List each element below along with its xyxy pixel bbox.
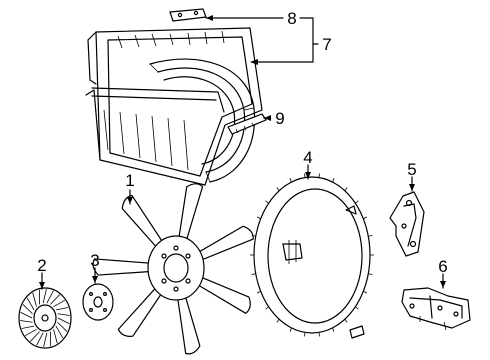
clutch-fin: [30, 331, 40, 342]
clutch-fin: [32, 292, 37, 307]
fan-shroud-assembly-icon: [85, 27, 263, 186]
clutch-fin: [42, 288, 47, 304]
clutch-fin: [55, 307, 69, 311]
clutch-fin: [57, 317, 70, 325]
ring-tooth: [289, 327, 292, 332]
clutch-fin: [20, 311, 33, 319]
fan-clutch-icon: [18, 287, 72, 349]
clutch-fin: [55, 325, 64, 339]
callout-1: 1: [125, 171, 134, 190]
callout-3: 3: [90, 251, 99, 270]
ring-tooth: [363, 290, 368, 294]
callout-6: 6: [438, 257, 447, 276]
ring-tooth: [368, 273, 373, 276]
ring-tooth: [332, 178, 335, 183]
callout-7: 7: [322, 35, 331, 54]
ring-tooth: [276, 187, 280, 192]
ring-tooth: [276, 318, 280, 323]
clutch-fin: [20, 320, 33, 323]
fan-blade-icon: [92, 183, 254, 355]
callout-9: 9: [275, 109, 284, 128]
ring-tooth: [265, 200, 269, 204]
ring-tooth: [265, 306, 269, 310]
mount-bracket-icon: [401, 287, 471, 331]
ring-tooth: [289, 178, 292, 183]
clutch-fin: [43, 332, 48, 348]
ring-tooth: [251, 273, 256, 276]
clutch-fin: [36, 332, 44, 346]
fan-ring-icon: [250, 173, 374, 339]
bracket-icon: [389, 191, 425, 257]
shroud-clip-icon: [169, 8, 207, 22]
fan-blade: [121, 194, 167, 252]
clutch-fin: [57, 321, 68, 332]
ring-tooth: [355, 200, 359, 204]
ring-tooth: [256, 290, 261, 294]
fan-blade: [193, 274, 251, 314]
ring-tooth: [251, 234, 256, 237]
clutch-fin: [50, 294, 60, 305]
ring-tooth: [363, 216, 368, 220]
ring-tooth: [368, 234, 373, 237]
fan-blade: [177, 183, 204, 247]
fan-blade: [117, 283, 166, 337]
clutch-fin: [53, 299, 65, 308]
clutch-fin: [26, 297, 35, 311]
clutch-fin: [46, 290, 54, 304]
callout-5: 5: [407, 160, 416, 179]
clutch-fin: [22, 304, 33, 315]
callout-4: 4: [303, 148, 312, 167]
clutch-fin: [25, 328, 37, 337]
spacer-plate-icon: [82, 283, 114, 321]
callout-2: 2: [37, 256, 46, 275]
ring-tooth: [355, 306, 359, 310]
fan-blade: [176, 290, 201, 355]
clutch-fin: [21, 325, 35, 329]
callout-8: 8: [287, 9, 296, 28]
clutch-fin: [57, 313, 70, 316]
fan-blade: [193, 225, 254, 263]
fan-blade: [92, 258, 155, 276]
leader-lines: [39, 15, 446, 290]
ring-tooth: [344, 318, 348, 323]
ring-tooth: [332, 327, 335, 332]
ring-tooth: [256, 216, 261, 220]
ring-tooth: [344, 187, 348, 192]
clutch-fin: [53, 329, 58, 344]
